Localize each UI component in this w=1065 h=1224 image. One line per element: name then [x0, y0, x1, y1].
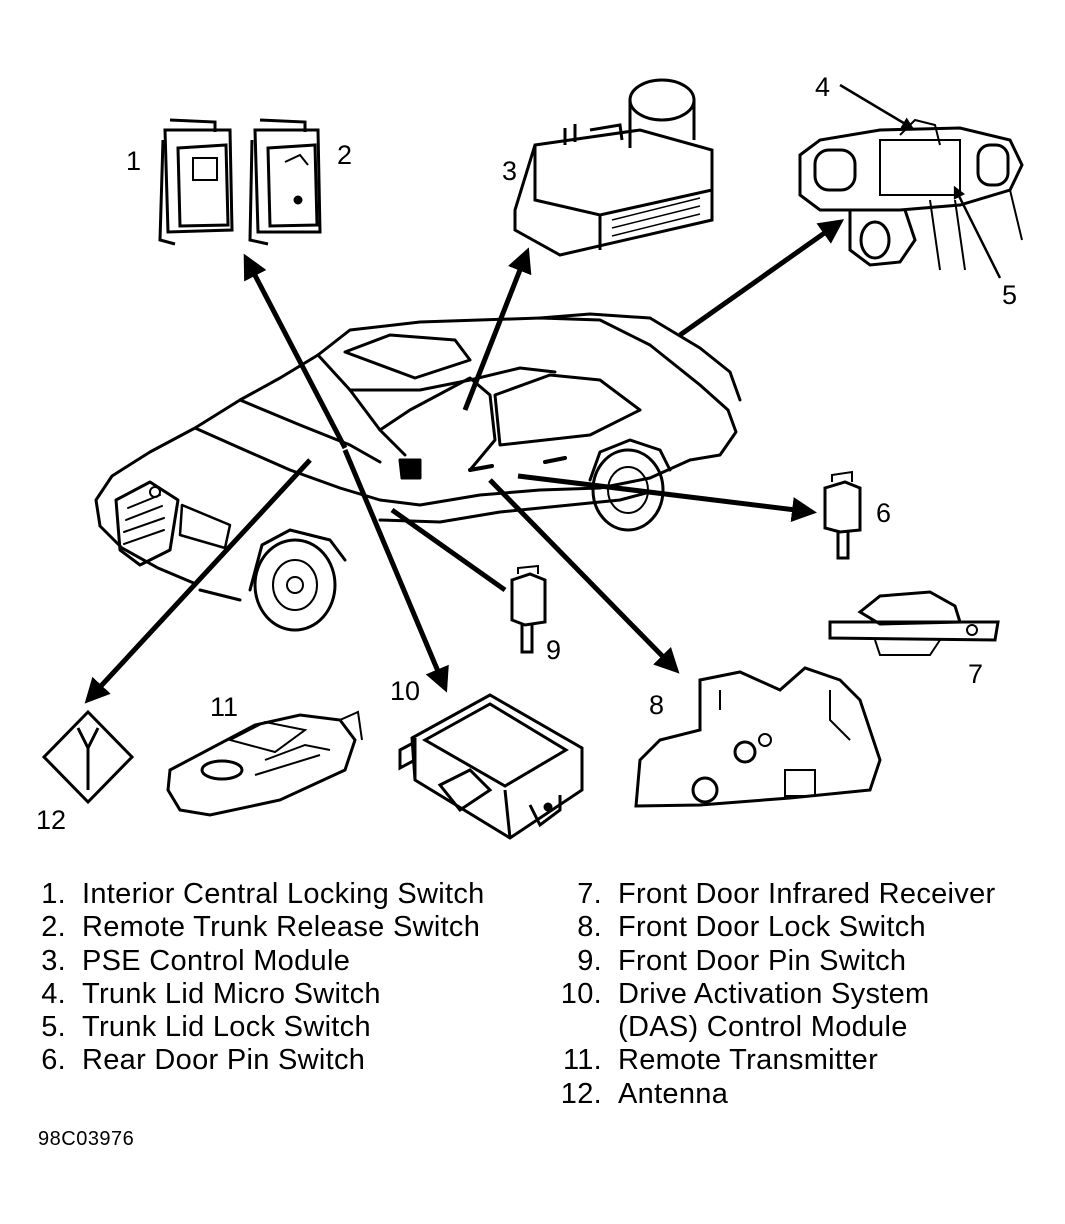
legend-number: 9. — [577, 944, 602, 977]
legend-right-column: 7. Front Door Infrared Receiver 8. Front D… — [558, 878, 995, 1111]
arrow-to-1 — [243, 253, 348, 450]
callout-3: 3 — [502, 156, 517, 186]
arrow-to-4-5 — [678, 219, 845, 338]
callout-2: 2 — [337, 140, 352, 170]
legend-item: 6. Rear Door Pin Switch — [38, 1044, 485, 1077]
callout-6: 6 — [876, 498, 891, 528]
callout-10: 10 — [390, 676, 420, 706]
legend-number — [558, 1011, 602, 1044]
legend-text: Remote Transmitter — [618, 1044, 879, 1077]
legend-number: 11. — [562, 1044, 602, 1077]
arrow-to-8 — [488, 478, 680, 674]
callout-11: 11 — [210, 692, 238, 722]
legend-text: Trunk Lid Micro Switch — [82, 977, 381, 1010]
leader-arrows — [84, 219, 845, 704]
legend-item: 11. Remote Transmitter — [558, 1044, 995, 1077]
legend-item-continuation: (DAS) Control Module — [558, 1011, 995, 1044]
antenna-symbol — [41, 709, 135, 805]
callout-7: 7 — [968, 659, 983, 689]
legend-text: Front Door Infrared Receiver — [618, 878, 996, 910]
legend-number: 1. — [41, 878, 66, 910]
reference-code: 98C03976 — [38, 1128, 135, 1150]
front-door-pin-switch-illustration — [510, 564, 547, 654]
legend-item: 3. PSE Control Module — [38, 945, 485, 978]
arrow-to-9 — [390, 507, 507, 593]
legend-item: 5. Trunk Lid Lock Switch — [38, 1011, 485, 1044]
component-locator-diagram: 1 2 3 4 5 6 7 8 9 10 11 12 — [36, 72, 1024, 840]
car-illustration — [94, 312, 742, 632]
legend-text: Antenna — [618, 1077, 729, 1110]
legend-item: 12. Antenna — [558, 1078, 995, 1111]
legend-left-column: 1. Interior Central Locking Switch 2. Remo… — [38, 878, 485, 1078]
callout-5: 5 — [1002, 280, 1017, 310]
arrow-to-6 — [517, 473, 817, 522]
legend-text: Rear Door Pin Switch — [82, 1044, 366, 1077]
legend-number: 5. — [41, 1011, 66, 1044]
legend-text: Interior Central Locking Switch — [82, 878, 485, 910]
pse-control-module-illustration — [513, 78, 714, 257]
legend-text: Front Door Pin Switch — [618, 944, 907, 977]
das-control-module-illustration — [398, 693, 584, 840]
arrow-to-3 — [462, 247, 532, 411]
legend-number: 2. — [41, 911, 66, 944]
arrow-to-12 — [84, 458, 312, 704]
callout-8: 8 — [649, 690, 664, 720]
front-door-lock-switch-illustration — [634, 666, 882, 808]
callout-9: 9 — [546, 635, 561, 665]
legend-item: 10. Drive Activation System — [558, 978, 995, 1011]
legend-item: 1. Interior Central Locking Switch — [38, 878, 485, 911]
callout-4: 4 — [815, 72, 830, 102]
legend-number: 10. — [560, 977, 602, 1010]
pointer-4 — [839, 83, 915, 130]
legend-text: Trunk Lid Lock Switch — [82, 1011, 371, 1044]
callout-1: 1 — [126, 146, 141, 176]
legend-item: 9. Front Door Pin Switch — [558, 945, 995, 978]
legend-number: 12. — [560, 1077, 602, 1110]
legend-text: Front Door Lock Switch — [618, 911, 926, 944]
legend-number: 6. — [41, 1044, 66, 1077]
pointer-5 — [953, 185, 1002, 279]
legend-text: PSE Control Module — [82, 944, 351, 977]
legend-number: 4. — [41, 977, 66, 1010]
remote-trunk-release-switch-illustration — [248, 118, 322, 246]
remote-transmitter-illustration — [166, 710, 363, 817]
arrow-to-10 — [342, 449, 449, 693]
legend-item: 8. Front Door Lock Switch — [558, 911, 995, 944]
legend-number: 8. — [577, 911, 602, 944]
legend-text: Drive Activation System — [618, 977, 930, 1010]
legend-item: 7. Front Door Infrared Receiver — [558, 878, 995, 911]
interior-central-locking-switch-illustration — [158, 118, 234, 246]
legend-text: Remote Trunk Release Switch — [82, 911, 481, 944]
legend-text: (DAS) Control Module — [618, 1011, 908, 1044]
front-door-infrared-receiver-illustration — [828, 590, 1000, 656]
legend-number: 7. — [577, 878, 602, 910]
callout-12: 12 — [36, 805, 66, 835]
legend-number: 3. — [41, 944, 66, 977]
legend-item: 2. Remote Trunk Release Switch — [38, 911, 485, 944]
trunk-lid-latch-illustration — [798, 118, 1024, 271]
rear-door-pin-switch-illustration — [823, 470, 862, 560]
legend-item: 4. Trunk Lid Micro Switch — [38, 978, 485, 1011]
